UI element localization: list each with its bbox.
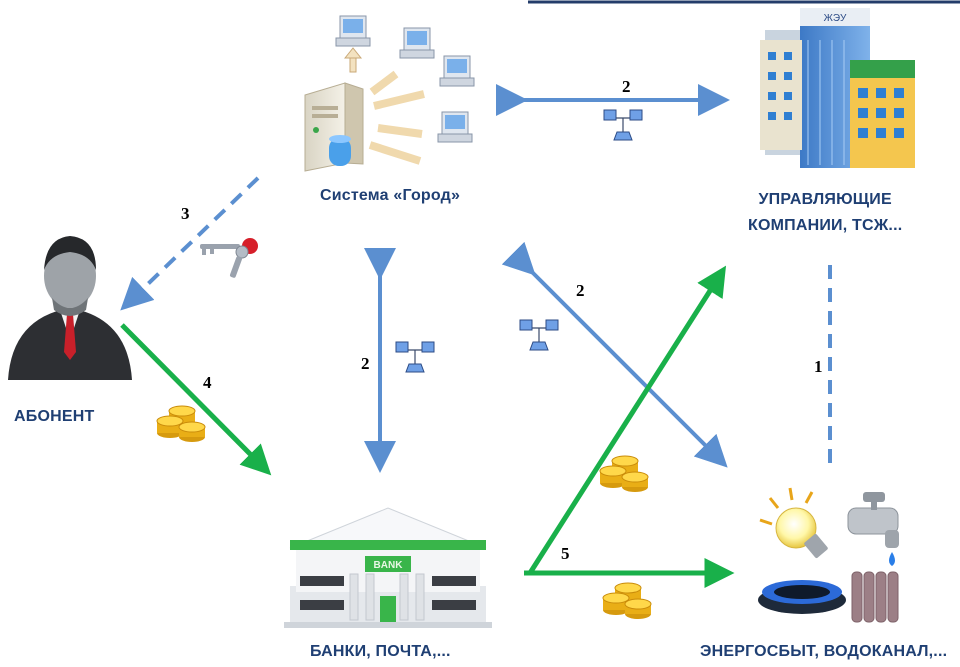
subscriber-avatar: [8, 236, 132, 380]
server-cluster: [304, 15, 475, 172]
network-icon: [519, 319, 559, 351]
network-icon: [395, 341, 435, 373]
arrow-system-utilities: [501, 241, 728, 468]
step-number-2: 2: [361, 354, 370, 373]
computer-icon: [335, 15, 371, 47]
banks-label: БАНКИ, ПОЧТА,...: [310, 643, 451, 660]
bank-sign: BANK: [374, 560, 404, 571]
computer-icon: [399, 27, 435, 59]
coins-icon: [156, 405, 206, 443]
arrow-banks-companies: [527, 265, 727, 575]
radiator-icon: [851, 571, 899, 623]
step-number-5: 5: [561, 544, 570, 563]
arrow-subscriber-banks: [120, 323, 272, 476]
buildings-icon: ЖЭУ: [760, 8, 915, 168]
companies-label-line1: УПРАВЛЯЮЩИЕ: [758, 191, 892, 208]
computer-icon: [439, 55, 475, 87]
companies-label: УПРАВЛЯЮЩИЕ КОМПАНИИ, ТСЖ...: [748, 187, 902, 239]
water-tap-icon: [847, 492, 899, 566]
step-number-2: 2: [622, 77, 631, 96]
system-label: Система «Город»: [320, 187, 461, 204]
utilities-label: ЭНЕРГОСБЫТ, ВОДОКАНАЛ,...: [700, 643, 948, 660]
step-number-4: 4: [203, 373, 212, 392]
step-number-2: 2: [576, 281, 585, 300]
coins-icon: [599, 455, 649, 493]
utilities-icons: [758, 487, 899, 623]
network-icon: [603, 109, 643, 141]
bank-building-icon: BANK: [284, 507, 492, 628]
arrow-system-subscriber-dashed: [120, 176, 260, 311]
keys-icon: [200, 238, 258, 278]
subscriber-label: АБОНЕНТ: [14, 408, 95, 425]
step-number-3: 3: [181, 204, 190, 223]
lightbulb-icon: [759, 487, 828, 558]
computer-icon: [437, 111, 473, 143]
coins-icon: [602, 582, 652, 620]
gas-burner-icon: [758, 580, 846, 614]
step-number-1: 1: [814, 357, 823, 376]
building-sign: ЖЭУ: [824, 13, 847, 24]
companies-label-line2: КОМПАНИИ, ТСЖ...: [748, 217, 903, 234]
